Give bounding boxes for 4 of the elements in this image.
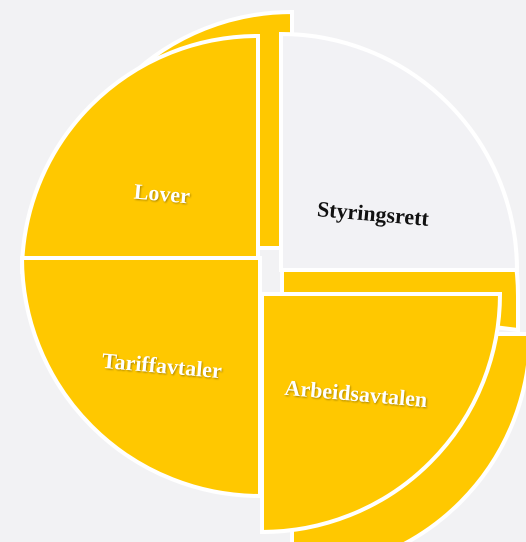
quadrant-label: Styringsrett: [316, 196, 430, 232]
quadrant-label: Tariffavtaler: [101, 348, 223, 384]
quadrant-label: Arbeidsavtalen: [284, 374, 428, 414]
quadrant-label: Lover: [132, 178, 192, 210]
